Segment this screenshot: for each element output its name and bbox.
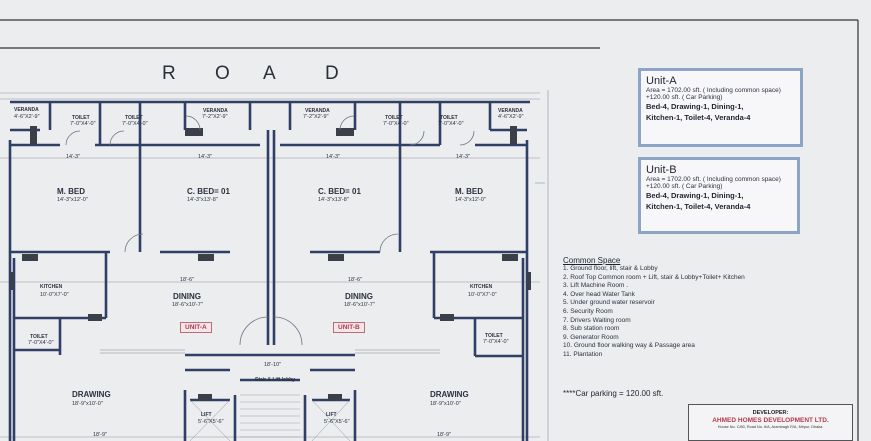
width-dim-left-2: 14'-3" <box>198 154 213 160</box>
dining-width-left: 18'-6" <box>180 277 195 283</box>
room-dining-dim-left: 18'-6"x10'-7" <box>172 302 203 308</box>
room-drawing-dim-left: 18'-9"x10'-0" <box>72 401 103 407</box>
lift-dim-left: 5'-6"X5'-6" <box>198 419 224 425</box>
unit-b-area: Area = 1702.00 sft. ( Including common s… <box>646 176 781 183</box>
veranda-label-right: VERANDA <box>305 108 330 114</box>
common-space-item: 5. Under ground water reservoir <box>563 299 655 307</box>
room-mbed-left: M. BED <box>57 187 85 196</box>
width-dim-left-1: 14'-3" <box>66 154 81 160</box>
sheet-frame <box>0 19 859 441</box>
room-drawing-dim-right: 18'-9"x10'-0" <box>430 401 461 407</box>
road-letter-r: R <box>162 63 178 84</box>
developer-address: House No. C/80, Road No. 6/A, Arambagh R… <box>717 425 824 429</box>
toilet-label-right-3: TOILET <box>485 333 503 339</box>
common-space-item: 9. Generator Room <box>563 333 619 341</box>
toilet-dim-right-1: 7'-0"X4'-0" <box>383 121 409 127</box>
unit-a-parking: +120.00 sft. ( Car Parking) <box>646 94 723 101</box>
unit-a-title: Unit-A <box>646 75 677 87</box>
unit-b-title: Unit-B <box>646 164 677 176</box>
common-space-item: 10. Ground floor walking way & Passage a… <box>563 342 695 350</box>
common-space-heading: Common Space <box>563 256 621 265</box>
room-dining-right: DINING <box>345 292 373 301</box>
common-space-item: 6. Security Room <box>563 307 613 315</box>
toilet-dim-left-2: 7'-0"X4'-0" <box>122 121 148 127</box>
bottom-dim-right: 18'-9" <box>437 432 452 438</box>
dimension-lines <box>0 90 549 441</box>
unit-a-area: Area = 1702.00 sft. ( Including common s… <box>646 87 781 94</box>
common-space-item: 3. Lift Machine Room . <box>563 282 629 290</box>
room-cbed-dim-left: 14'-3"x13'-8" <box>187 197 218 203</box>
common-space-item: 11. Plantation <box>563 350 603 358</box>
width-dim-right-2: 14'-3" <box>456 154 471 160</box>
lift-dim-right: 5'-6"X5'-6" <box>324 419 350 425</box>
railings <box>100 349 440 354</box>
veranda-label-left-2: VERANDA <box>203 108 228 114</box>
common-space-item: 1. Ground floor, lift, stair & Lobby <box>563 265 658 272</box>
room-kitchen-dim-right: 10'-0"X7'-0" <box>468 292 497 298</box>
toilet-label-right-1: TOILET <box>385 115 403 121</box>
toilet-dim-right-2: 7'-0"X4'-0" <box>438 121 464 127</box>
room-kitchen-left: KITCHEN <box>40 284 63 290</box>
toilet-dim-left-1: 7'-0"X4'-0" <box>70 121 96 127</box>
common-space-list: Common Space 1. Ground floor, lift, stai… <box>563 256 745 360</box>
dining-width-right: 18'-6" <box>348 277 363 283</box>
room-dining-dim-right: 18'-6"x10'-7" <box>344 302 375 308</box>
stair-lift-lobby-label: Stair & Lift lobby <box>255 377 295 383</box>
lift-label-right: LIFT <box>326 412 337 418</box>
developer-box: DEVELOPER: AHMED HOMES DEVELOPMENT LTD. … <box>688 404 853 441</box>
veranda-dim-left: 4'-6"X2'-9" <box>14 114 40 120</box>
lobby-dim: 18'-10" <box>264 362 282 368</box>
room-kitchen-right: KITCHEN <box>470 284 493 290</box>
room-kitchen-dim-left: 10'-0"X7'-0" <box>40 292 69 298</box>
unit-b-rooms-2: Kitchen-1, Toilet-4, Veranda-4 <box>646 202 751 211</box>
room-cbed-dim-right: 14'-3"x13'-8" <box>318 197 349 203</box>
unit-a-tag: UNIT-A <box>180 322 212 333</box>
unit-a-rooms-1: Bed-4, Drawing-1, Dining-1, <box>646 102 744 111</box>
toilet-label-left-2: TOILET <box>125 115 143 121</box>
columns <box>10 126 531 401</box>
stair-lines <box>240 394 300 438</box>
room-cbed-left: C. BED= 01 <box>187 187 230 196</box>
unit-b-parking: +120.00 sft. ( Car Parking) <box>646 183 723 190</box>
road-letter-o: O <box>215 63 232 84</box>
unit-b-tag: UNIT-B <box>333 322 365 333</box>
common-space-item: 8. Sub station room <box>563 325 620 333</box>
toilet-label-left-1: TOILET <box>72 115 90 121</box>
room-drawing-left: DRAWING <box>72 390 111 399</box>
unit-b-info-box: Unit-B Area = 1702.00 sft. ( Including c… <box>638 157 800 234</box>
common-space-item: 4. Over head Water Tank <box>563 290 635 298</box>
width-dim-right-1: 14'-3" <box>326 154 341 160</box>
toilet-label-left-3: TOILET <box>30 334 48 340</box>
veranda-dim-right-2: 4'-6"X2'-9" <box>498 114 524 120</box>
unit-a-rooms-2: Kitchen-1, Toilet-4, Veranda-4 <box>646 113 751 122</box>
room-mbed-dim-left: 14'-3"x12'-0" <box>57 197 88 203</box>
veranda-label-right-2: VERANDA <box>498 108 523 114</box>
road-letter-d: D <box>325 63 341 84</box>
unit-b-rooms-1: Bed-4, Drawing-1, Dining-1, <box>646 191 744 200</box>
veranda-dim-left-2: 7'-2"X2'-9" <box>202 114 228 120</box>
common-space-item: 2. Roof Top Common room + Lift, stair & … <box>563 273 745 281</box>
developer-label: DEVELOPER: <box>752 410 789 416</box>
toilet-dim-left-3: 7'-0"X4'-0" <box>28 340 54 346</box>
door-swings <box>65 115 475 346</box>
common-space-item: 7. Drivers Waiting room <box>563 316 631 324</box>
unit-a-info-box: Unit-A Area = 1702.00 sft. ( Including c… <box>638 68 803 147</box>
toilet-label-right-2: TOILET <box>440 115 458 121</box>
toilet-dim-right-3: 7'-0"X4'-0" <box>483 339 509 345</box>
room-drawing-right: DRAWING <box>430 390 469 399</box>
room-mbed-dim-right: 14'-3"x12'-0" <box>455 197 486 203</box>
car-parking-note: ****Car parking = 120.00 sft. <box>563 389 664 398</box>
veranda-label-left: VERANDA <box>14 107 39 113</box>
veranda-dim-right: 7'-2"X2'-9" <box>303 114 329 120</box>
room-mbed-right: M. BED <box>455 187 483 196</box>
road-letter-a: A <box>263 63 278 84</box>
room-dining-left: DINING <box>173 292 201 301</box>
room-cbed-right: C. BED= 01 <box>318 187 361 196</box>
bottom-dim-left: 18'-9" <box>93 432 108 438</box>
lift-label-left: LIFT <box>201 412 212 418</box>
lift-cross <box>189 399 351 441</box>
developer-name: AHMED HOMES DEVELOPMENT LTD. <box>712 417 829 424</box>
